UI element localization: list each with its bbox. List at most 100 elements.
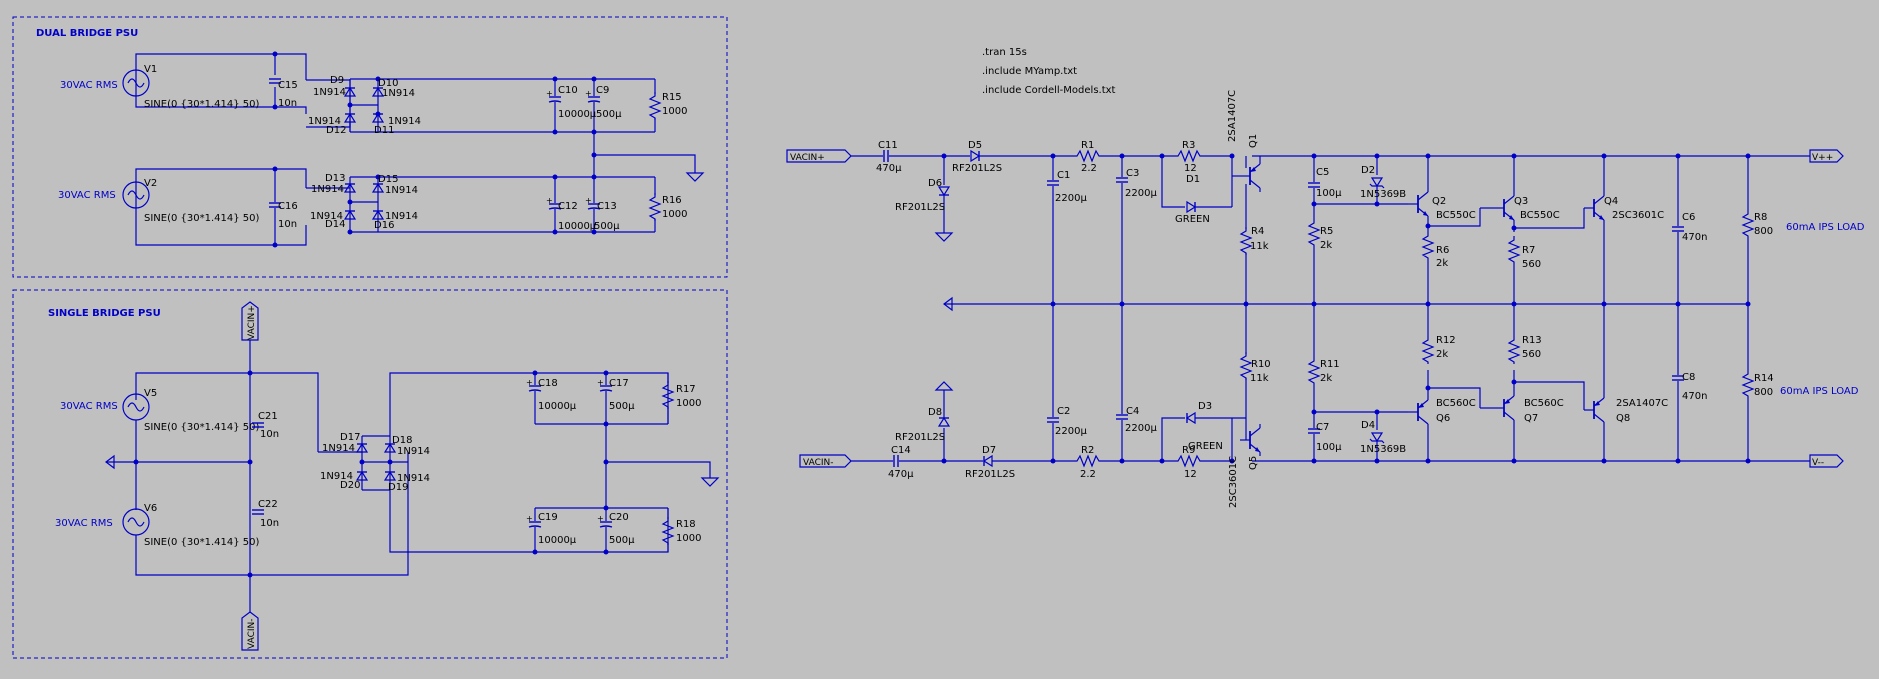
v5-rms: 30VAC RMS bbox=[60, 401, 118, 412]
v1-value: SINE(0 {30*1.414} 50) bbox=[144, 99, 260, 110]
v5-value: SINE(0 {30*1.414} 50) bbox=[144, 422, 260, 433]
r4-value: 11k bbox=[1250, 241, 1269, 252]
d15-name: D15 bbox=[378, 174, 398, 185]
reg-vmm-label: V-- bbox=[1812, 458, 1824, 468]
c9-name: C9 bbox=[596, 85, 609, 96]
r9-value: 12 bbox=[1184, 469, 1197, 480]
r2-name: R2 bbox=[1081, 445, 1094, 456]
d15-model: 1N914 bbox=[385, 185, 418, 196]
c3-name: C3 bbox=[1126, 168, 1139, 179]
c15-name: C15 bbox=[278, 80, 298, 91]
d20-model: 1N914 bbox=[320, 471, 353, 482]
v2-rms: 30VAC RMS bbox=[58, 190, 116, 201]
d9-model: 1N914 bbox=[313, 87, 346, 98]
c14-name: C14 bbox=[891, 445, 911, 456]
reg-vpp-label: V++ bbox=[1812, 153, 1833, 163]
q8-name: Q8 bbox=[1616, 413, 1630, 424]
c21-value: 10n bbox=[260, 429, 279, 440]
c19-name: C19 bbox=[538, 512, 558, 523]
c10-name: C10 bbox=[558, 85, 578, 96]
q7-name: Q7 bbox=[1524, 413, 1538, 424]
d13-name: D13 bbox=[325, 173, 345, 184]
r12-value: 2k bbox=[1436, 349, 1448, 360]
c8-name: C8 bbox=[1682, 372, 1695, 383]
c5-name: C5 bbox=[1316, 167, 1329, 178]
r11-value: 2k bbox=[1320, 373, 1332, 384]
d3-name: D3 bbox=[1198, 401, 1212, 412]
q1-name: Q1 bbox=[1248, 134, 1259, 148]
r3-name: R3 bbox=[1182, 140, 1195, 151]
r12-name: R12 bbox=[1436, 335, 1456, 346]
d2-value: 1N5369B bbox=[1360, 189, 1406, 200]
q6-value: BC560C bbox=[1436, 398, 1476, 409]
c21-name: C21 bbox=[258, 411, 278, 422]
c11-value: 470µ bbox=[876, 163, 902, 174]
r16-value: 1000 bbox=[662, 209, 687, 220]
q7-value: BC560C bbox=[1524, 398, 1564, 409]
d19-name: D19 bbox=[388, 482, 408, 493]
single-bridge-region bbox=[12, 289, 728, 659]
d3-value: GREEN bbox=[1188, 441, 1223, 452]
r15-name: R15 bbox=[662, 92, 682, 103]
d1-value: GREEN bbox=[1175, 214, 1210, 225]
r13-value: 560 bbox=[1522, 349, 1541, 360]
c12-value: 10000µ bbox=[558, 221, 597, 232]
d5-value: RF201L2S bbox=[952, 163, 1002, 174]
d1-name: D1 bbox=[1186, 174, 1200, 185]
d7-name: D7 bbox=[982, 445, 996, 456]
c22-value: 10n bbox=[260, 518, 279, 529]
c17-value: 500µ bbox=[609, 401, 635, 412]
regulator-circuit: VACIN+ VACIN- V++ C11 470µ D5 RF201L2S R… bbox=[786, 90, 1865, 508]
r9-name: R9 bbox=[1182, 445, 1195, 456]
d9-name: D9 bbox=[330, 75, 344, 86]
c6-name: C6 bbox=[1682, 212, 1695, 223]
dual-bridge-title: DUAL BRIDGE PSU bbox=[36, 28, 138, 39]
c18-name: C18 bbox=[538, 378, 558, 389]
c14-value: 470µ bbox=[888, 469, 914, 480]
d4-value: 1N5369B bbox=[1360, 444, 1406, 455]
c16-name: C16 bbox=[278, 201, 298, 212]
d6-name: D6 bbox=[928, 178, 942, 189]
c5-value: 100µ bbox=[1316, 188, 1342, 199]
r17-name: R17 bbox=[676, 384, 696, 395]
r7-value: 560 bbox=[1522, 259, 1541, 270]
dual-bridge-region bbox=[12, 16, 728, 278]
r8-value: 800 bbox=[1754, 226, 1773, 237]
q5-value: 2SC3601C bbox=[1228, 456, 1239, 508]
q3-name: Q3 bbox=[1514, 196, 1528, 207]
r7-name: R7 bbox=[1522, 245, 1535, 256]
r11-name: R11 bbox=[1320, 359, 1340, 370]
d10-name: D10 bbox=[378, 78, 398, 89]
r16-name: R16 bbox=[662, 195, 682, 206]
r10-value: 11k bbox=[1250, 373, 1269, 384]
r4-name: R4 bbox=[1251, 226, 1264, 237]
q3-value: BC550C bbox=[1520, 210, 1560, 221]
q5-name: Q5 bbox=[1248, 456, 1259, 470]
v1-name: V1 bbox=[144, 64, 157, 75]
d14-name: D14 bbox=[325, 219, 345, 230]
d2-name: D2 bbox=[1361, 165, 1375, 176]
d8-name: D8 bbox=[928, 407, 942, 418]
c9-value: 500µ bbox=[596, 109, 622, 120]
d12-name: D12 bbox=[326, 125, 346, 136]
q8-value: 2SA1407C bbox=[1616, 398, 1668, 409]
r14-name: R14 bbox=[1754, 373, 1774, 384]
c13-value: 500µ bbox=[594, 221, 620, 232]
v2-value: SINE(0 {30*1.414} 50) bbox=[144, 213, 260, 224]
directive-include-myamp: .include MYamp.txt bbox=[982, 66, 1077, 77]
r3-value: 12 bbox=[1184, 163, 1197, 174]
r6-name: R6 bbox=[1436, 245, 1449, 256]
d16-name: D16 bbox=[374, 220, 394, 231]
d20-name: D20 bbox=[340, 480, 360, 491]
v1-rms: 30VAC RMS bbox=[60, 80, 118, 91]
q2-value: BC550C bbox=[1436, 210, 1476, 221]
q2-name: Q2 bbox=[1432, 196, 1446, 207]
c7-value: 100µ bbox=[1316, 442, 1342, 453]
c8-value: 470n bbox=[1682, 391, 1707, 402]
d18-model: 1N914 bbox=[397, 446, 430, 457]
load-label-top: 60mA IPS LOAD bbox=[1786, 222, 1865, 233]
d6-value: RF201L2S bbox=[895, 202, 945, 213]
c22-name: C22 bbox=[258, 499, 278, 510]
